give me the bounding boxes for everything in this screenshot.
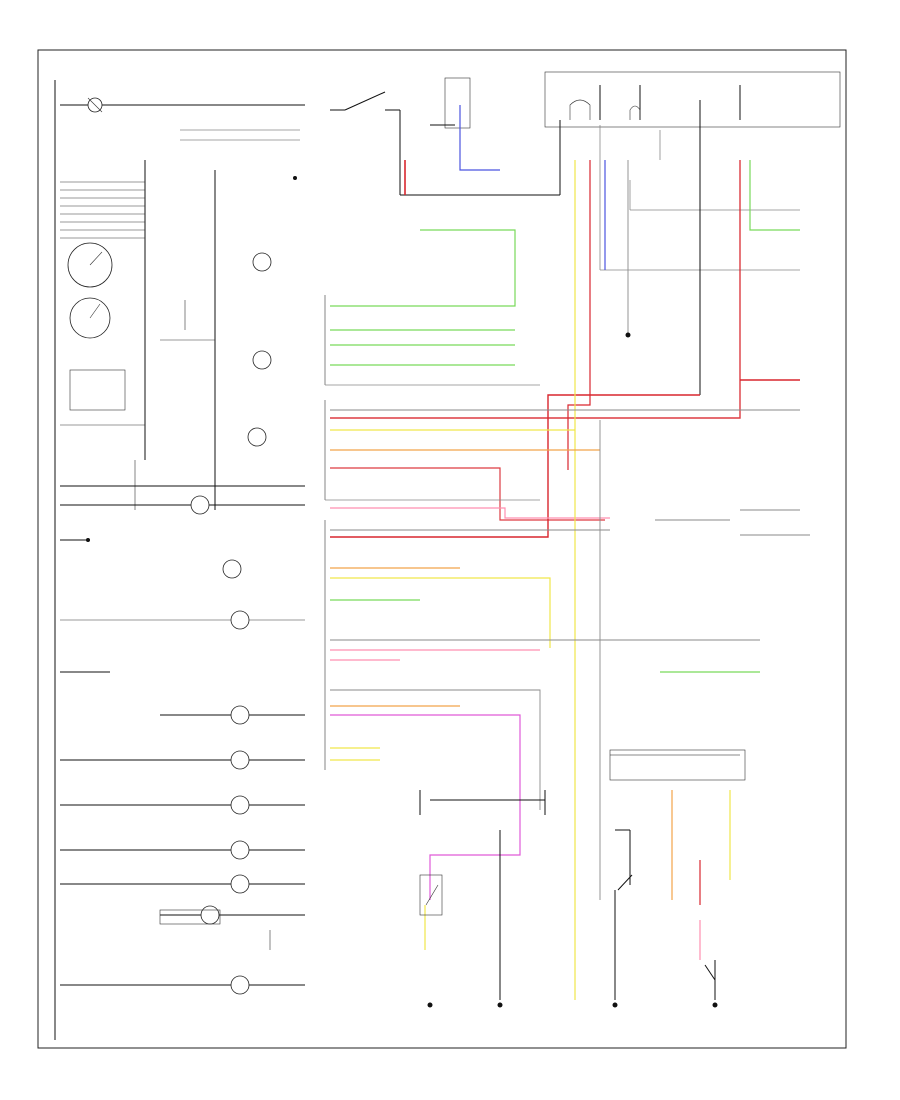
ground-3-icon — [612, 1002, 618, 1008]
instrument-cluster-left — [54, 80, 305, 1040]
indicator-lamp-9-icon — [230, 795, 250, 815]
ground-5-icon — [625, 332, 631, 338]
indicator-lamp-7-icon — [230, 705, 250, 725]
diagram-frame — [37, 49, 847, 1049]
indicator-lamp-11-icon — [230, 874, 250, 894]
indicator-lamp-2-icon — [252, 350, 272, 370]
indicator-lamp-6-icon — [230, 610, 250, 630]
indicator-lamp-12-icon — [200, 905, 220, 925]
ground-2-icon — [497, 1002, 503, 1008]
cluster-connector-pins — [324, 295, 546, 815]
indicator-lamp-3-icon — [247, 427, 267, 447]
ground-7-icon — [86, 538, 90, 542]
ground-4-icon — [712, 1002, 718, 1008]
bottom-components — [86, 176, 746, 1008]
indicator-lamp-4-icon — [190, 495, 210, 515]
indicator-lamp-8-icon — [230, 750, 250, 770]
indicator-lamp-5-icon — [222, 559, 242, 579]
ignition-and-fuses — [330, 71, 841, 395]
fuel-sender-unit — [419, 874, 443, 916]
ground-1-icon — [427, 1002, 433, 1008]
colored-wires — [330, 105, 810, 1000]
indicator-lamp-13-icon — [230, 975, 250, 995]
ground-6-icon — [293, 176, 297, 180]
indicator-lamp-10-icon — [230, 840, 250, 860]
indicator-lamp-1-icon — [252, 252, 272, 272]
